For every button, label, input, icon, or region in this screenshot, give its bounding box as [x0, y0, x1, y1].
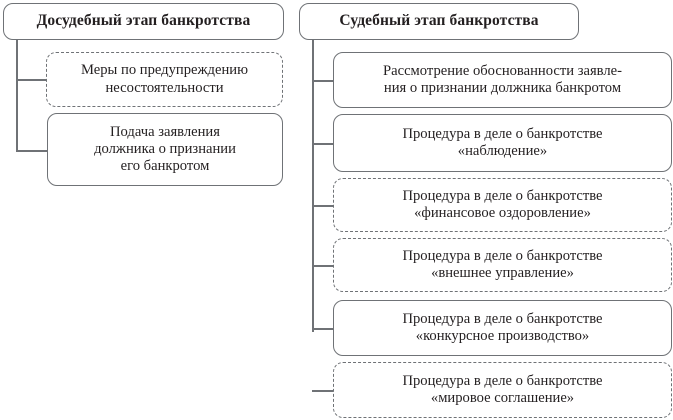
left-connector-branch-2	[16, 150, 48, 152]
right-item-3-label: Процедура в деле о банкротстве «финансов…	[402, 187, 603, 221]
right-item-4: Процедура в деле о банкротстве «внешнее …	[333, 238, 672, 292]
right-item-3: Процедура в деле о банкротстве «финансов…	[333, 178, 672, 232]
right-connector-trunk	[312, 40, 314, 332]
right-item-2: Процедура в деле о банкротстве «наблюден…	[333, 114, 672, 172]
left-item-1: Меры по предупреждению несостоятельности	[46, 52, 283, 107]
right-item-5: Процедура в деле о банкротстве «конкурсн…	[333, 300, 672, 356]
right-connector-branch-4	[312, 265, 334, 267]
left-connector-trunk	[16, 40, 18, 151]
left-item-2: Подача заявления должника о признании ег…	[47, 113, 283, 186]
right-branch-header-label: Судебный этап банкротства	[339, 12, 539, 30]
right-item-5-label: Процедура в деле о банкротстве «конкурсн…	[402, 310, 603, 344]
right-item-6: Процедура в деле о банкротстве «мировое …	[333, 362, 672, 418]
right-item-1: Рассмотрение обоснованности заявле- ния …	[333, 52, 672, 108]
right-connector-branch-1	[312, 80, 334, 82]
right-item-6-label: Процедура в деле о банкротстве «мировое …	[402, 372, 603, 406]
right-branch-header: Судебный этап банкротства	[299, 3, 579, 40]
right-connector-branch-6	[312, 390, 334, 392]
left-item-2-label: Подача заявления должника о признании ег…	[94, 123, 236, 175]
left-connector-branch-1	[16, 79, 46, 81]
right-item-4-label: Процедура в деле о банкротстве «внешнее …	[402, 247, 603, 281]
right-item-1-label: Рассмотрение обоснованности заявле- ния …	[383, 62, 622, 96]
right-connector-branch-5	[312, 328, 334, 330]
left-branch-header: Досудебный этап банкротства	[3, 3, 284, 40]
left-branch-header-label: Досудебный этап банкротства	[36, 12, 251, 30]
right-item-2-label: Процедура в деле о банкротстве «наблюден…	[402, 125, 603, 159]
right-connector-branch-2	[312, 143, 334, 145]
left-item-1-label: Меры по предупреждению несостоятельности	[81, 62, 248, 96]
right-connector-branch-3	[312, 205, 334, 207]
